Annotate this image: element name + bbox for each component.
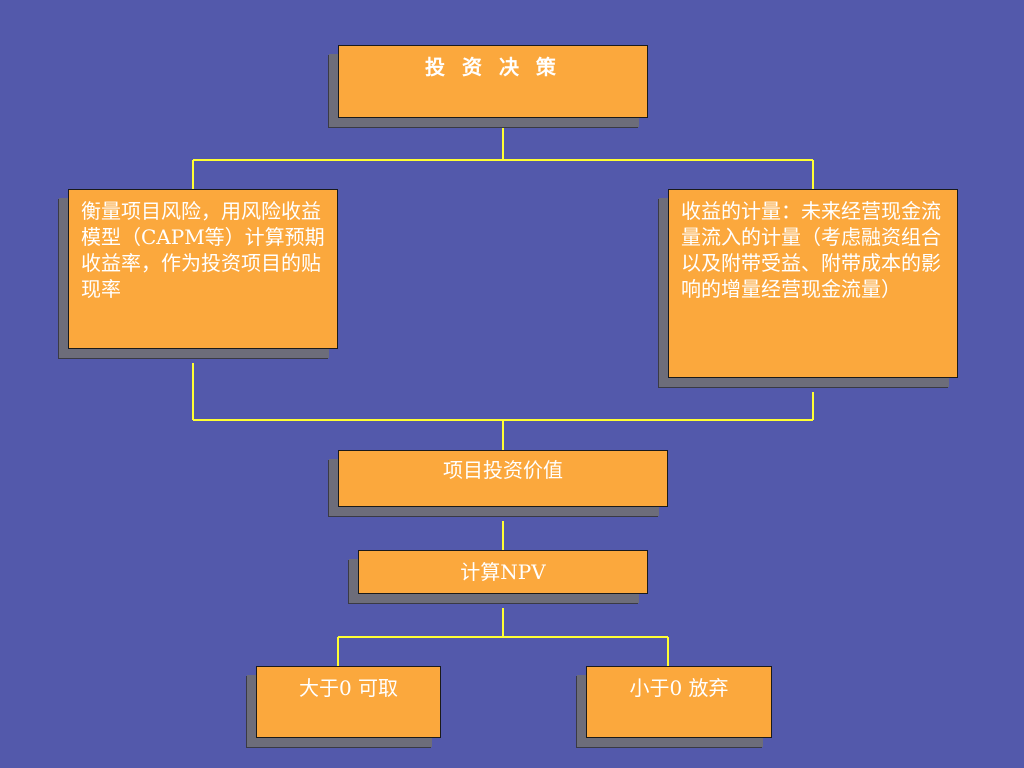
income-measurement-box: 收益的计量：未来经营现金流量流入的计量（考虑融资组合以及附带受益、附带成本的影响… bbox=[668, 189, 958, 378]
npv-label: 计算NPV bbox=[460, 560, 546, 584]
risk-measurement-box: 衡量项目风险，用风险收益模型（CAPM等）计算预期收益率，作为投资项目的贴现率 bbox=[68, 189, 338, 349]
project-value-label: 项目投资价值 bbox=[443, 458, 563, 482]
reject-label: 小于0 放弃 bbox=[629, 676, 729, 700]
npv-box: 计算NPV bbox=[358, 550, 648, 594]
investment-decision-label: 投 资 决 策 bbox=[425, 55, 561, 79]
investment-decision-box: 投 资 决 策 bbox=[338, 45, 648, 118]
project-value-box: 项目投资价值 bbox=[338, 450, 668, 507]
accept-label: 大于0 可取 bbox=[298, 676, 399, 700]
income-measurement-label: 收益的计量：未来经营现金流量流入的计量（考虑融资组合以及附带受益、附带成本的影响… bbox=[681, 199, 941, 301]
reject-box: 小于0 放弃 bbox=[586, 666, 772, 738]
accept-box: 大于0 可取 bbox=[256, 666, 441, 738]
risk-measurement-label: 衡量项目风险，用风险收益模型（CAPM等）计算预期收益率，作为投资项目的贴现率 bbox=[81, 199, 325, 301]
